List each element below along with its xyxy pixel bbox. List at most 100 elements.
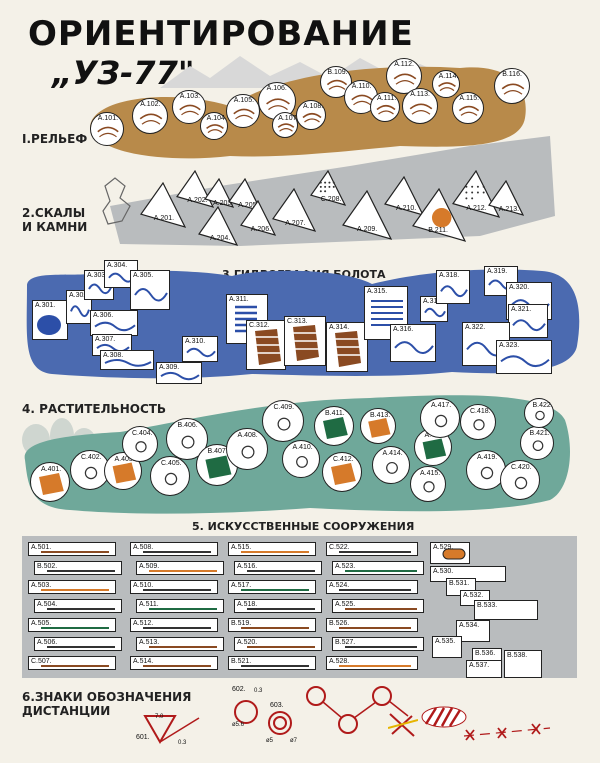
- man-col2-row-4: A.511.: [136, 599, 224, 613]
- veg-symbol-1: A.401.: [30, 462, 70, 502]
- relief-code-12: A.112.: [394, 61, 414, 68]
- man-col5-symbol-7: A.535.: [432, 636, 462, 658]
- course-line-symbol: [306, 686, 409, 734]
- section-dist-label-1: 6.ЗНАКИ ОБОЗНАЧЕНИЯ: [22, 690, 192, 704]
- man-col3-row-3: A.517.: [228, 580, 316, 594]
- man-col3-line-6: [247, 646, 315, 648]
- rock-symbol-7: A.207.: [272, 188, 316, 232]
- hydro-code-20: A.320.: [509, 284, 530, 291]
- hydro-code-23: A.323.: [499, 342, 520, 349]
- veg-code-17: A.417.: [431, 402, 452, 409]
- section-rocks-label-2: И КАМНИ: [22, 220, 88, 234]
- man-col2-line-7: [143, 665, 211, 667]
- veg-code-3: A.403.: [114, 456, 135, 463]
- man-col2-code-7: A.514.: [133, 658, 154, 665]
- relief-code-5: A.105.: [233, 97, 255, 104]
- hydro-symbol-13: C.313.: [284, 316, 326, 366]
- poster-title: ОРИЕНТИРОВАНИЕ: [28, 14, 414, 54]
- man-col2-line-4: [149, 608, 217, 610]
- man-col1-code-1: A.501.: [31, 544, 52, 551]
- relief-symbol-16: B.116.: [494, 68, 530, 104]
- start-triangle-symbol: [143, 715, 200, 745]
- veg-code-11: B.411.: [325, 410, 345, 417]
- man-col5-code-1: A.529.: [433, 544, 454, 551]
- hydro-code-11: A.311.: [229, 296, 249, 303]
- relief-symbol-3: A.103.: [172, 90, 206, 124]
- hydro-code-2: A.302.: [69, 292, 90, 299]
- rock-symbol-10: A.210.: [384, 176, 424, 216]
- rock-symbol-12: A.212.: [452, 170, 500, 218]
- man-col3-line-1: [241, 551, 309, 553]
- man-col2-line-2: [149, 570, 217, 572]
- man-col2-code-1: A.508.: [133, 544, 154, 551]
- relief-code-14: A.114.: [438, 73, 459, 80]
- hydro-symbol-16: A.316.: [390, 324, 436, 362]
- veg-code-1: A.401.: [41, 466, 62, 473]
- man-col2-row-1: A.508.: [130, 542, 218, 556]
- man-col4-code-1: C.522.: [329, 544, 350, 551]
- man-col5-code-2: A.530.: [433, 568, 454, 575]
- hydro-symbol-14: A.314.: [326, 322, 368, 372]
- hydro-code-13: C.313.: [287, 318, 308, 325]
- veg-code-10: A.410.: [292, 444, 313, 451]
- man-col4-code-6: B.527.: [335, 639, 356, 646]
- man-col3-line-2: [247, 570, 315, 572]
- rock-code-8: C.208.: [320, 195, 342, 203]
- man-col3-code-4: A.518.: [237, 601, 258, 608]
- relief-code-15: A.115.: [459, 95, 480, 102]
- hydro-symbol-1: A.301.: [32, 300, 68, 340]
- veg-code-22: B.422.: [532, 402, 553, 409]
- rock-scribble-illustration: [102, 177, 131, 225]
- rock-code-4: A.204.: [210, 234, 231, 242]
- veg-code-8: A.408.: [237, 432, 258, 439]
- relief-code-13: A.113.: [410, 91, 430, 98]
- hydro-code-22: A.322.: [465, 324, 486, 331]
- hydro-code-3: A.303.: [87, 272, 108, 279]
- man-col1-row-6: A.506.: [34, 637, 122, 651]
- veg-symbol-5: C.405.: [150, 456, 190, 496]
- dist-n5: ø5: [266, 738, 274, 744]
- man-col2-line-3: [143, 589, 211, 591]
- hydro-code-7: A.307.: [95, 336, 116, 343]
- veg-code-12: C.412.: [333, 456, 354, 463]
- veg-symbol-14: A.414.: [372, 446, 410, 484]
- man-col2-code-4: A.511.: [139, 601, 159, 608]
- man-col1-row-4: A.504.: [34, 599, 122, 613]
- rock-code-13: A.213.: [498, 205, 520, 213]
- hydro-symbol-6: A.306.: [90, 310, 138, 336]
- hydro-symbol-5: A.305.: [130, 270, 170, 310]
- rock-code-6: A.206.: [250, 225, 272, 233]
- relief-code-10: A.110.: [351, 83, 372, 90]
- relief-symbol-5: A.105.: [226, 94, 260, 128]
- relief-symbol-7: A.107.: [272, 112, 298, 138]
- hydro-symbol-18: A.318.: [436, 270, 470, 304]
- veg-code-15: A.415.: [420, 470, 441, 477]
- man-col2-line-5: [143, 627, 211, 629]
- hydro-code-4: A.304.: [107, 262, 128, 269]
- rock-symbol-1: A.201.: [140, 182, 186, 228]
- man-col3-line-5: [241, 627, 309, 629]
- man-col5-code-3: B.531.: [449, 580, 470, 587]
- hydro-code-21: A.321.: [511, 306, 532, 313]
- rock-symbol-2: A.202.: [176, 170, 214, 208]
- relief-code-7: A.107.: [278, 115, 299, 122]
- man-col5-symbol-1: A.529.: [430, 542, 470, 564]
- man-col1-code-4: A.504.: [37, 601, 58, 608]
- relief-code-16: B.116.: [502, 71, 522, 78]
- dist-n3: ø5.6: [232, 722, 245, 728]
- man-col2-row-6: A.513.: [136, 637, 224, 651]
- hydro-code-8: A.308.: [103, 352, 124, 359]
- man-col4-line-7: [339, 665, 411, 667]
- hydro-code-16: A.316.: [393, 326, 414, 333]
- section-dist-label-2: ДИСТАНЦИИ: [22, 704, 111, 718]
- rock-code-11: B.211.: [428, 226, 448, 234]
- man-col2-row-7: A.514.: [130, 656, 218, 670]
- rock-code-3: A.203.: [213, 199, 234, 207]
- man-col2-row-5: A.512.: [130, 618, 218, 632]
- man-col3-row-6: A.520.: [234, 637, 322, 651]
- veg-symbol-17: A.417.: [420, 398, 460, 438]
- man-col3-row-4: A.518.: [234, 599, 322, 613]
- man-col3-code-7: B.521.: [231, 658, 252, 665]
- rock-code-10: A.210.: [396, 204, 417, 212]
- man-col5-code-6: A.534.: [459, 622, 480, 629]
